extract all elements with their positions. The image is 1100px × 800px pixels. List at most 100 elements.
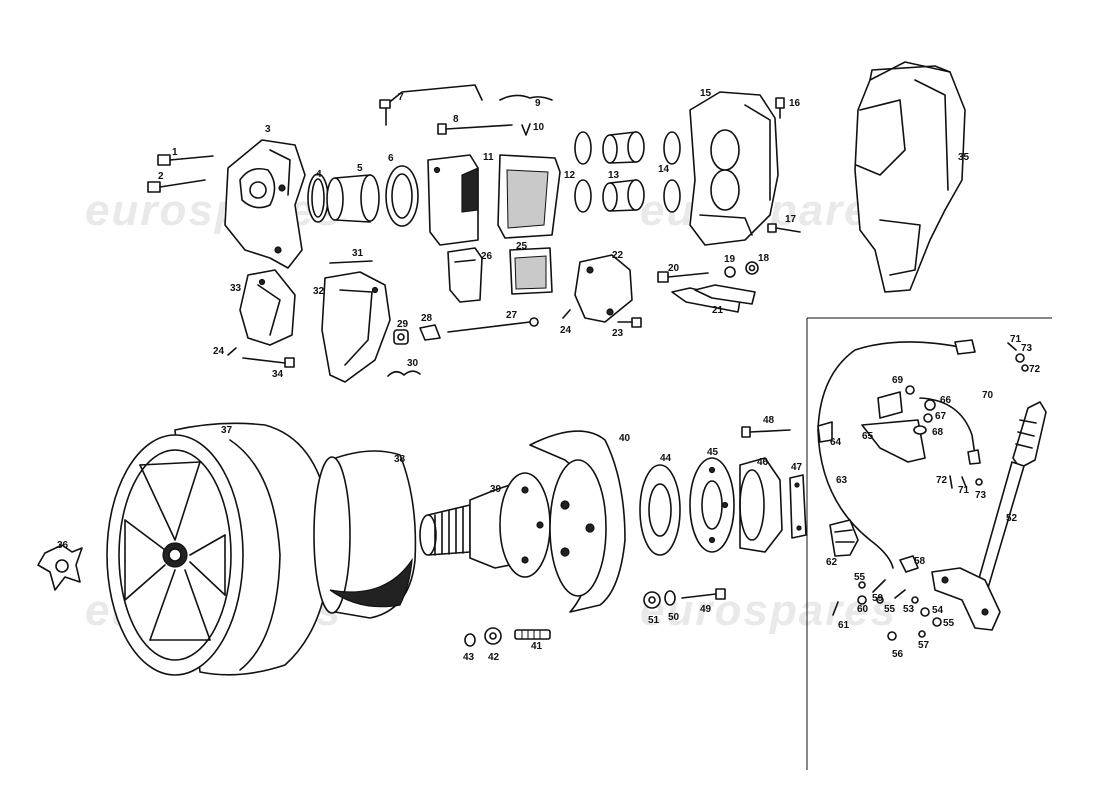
- label-4: 4: [316, 169, 322, 180]
- label-22: 22: [612, 250, 624, 261]
- label-24b: 24: [560, 325, 572, 336]
- caliper-3-drawing: [224, 139, 306, 269]
- label-16: 16: [789, 98, 801, 109]
- label-66: 66: [940, 395, 952, 406]
- piston-13b-drawing: [602, 179, 645, 212]
- watermark-text: eurospares: [640, 586, 897, 635]
- label-58: 58: [914, 556, 926, 567]
- bolt-20-drawing: [657, 271, 709, 283]
- bolt-17-drawing: [767, 223, 801, 233]
- label-11: 11: [483, 152, 494, 163]
- label-26: 26: [481, 251, 493, 262]
- label-31: 31: [352, 248, 364, 259]
- clamp-64-drawing: [817, 421, 833, 443]
- pin-24a-drawing: [227, 347, 237, 356]
- label-27: 27: [506, 310, 518, 321]
- label-55a: 55: [854, 572, 866, 583]
- pad-carrier-22-drawing: [574, 254, 633, 323]
- label-19: 19: [724, 254, 736, 265]
- wheel-37-drawing: [106, 422, 332, 676]
- label-40: 40: [619, 433, 631, 444]
- label-46: 46: [757, 457, 769, 468]
- nut-51-drawing: [643, 591, 661, 609]
- label-52: 52: [1006, 513, 1018, 524]
- label-57: 57: [918, 640, 930, 651]
- bearing-44-drawing: [639, 464, 681, 556]
- brake-disc-38-drawing: [313, 450, 417, 619]
- label-15: 15: [700, 88, 712, 99]
- pin-31-drawing: [329, 260, 373, 264]
- label-2: 2: [158, 171, 164, 182]
- brake-pad-drawing: [497, 154, 561, 239]
- label-49: 49: [700, 604, 712, 615]
- label-32: 32: [313, 286, 325, 297]
- label-56: 56: [892, 649, 904, 660]
- pin-24b-drawing: [562, 309, 571, 319]
- bracket-32-drawing: [321, 271, 391, 383]
- piston-13a-drawing: [602, 131, 645, 164]
- label-38: 38: [394, 454, 406, 465]
- label-7: 7: [398, 92, 404, 103]
- label-14: 14: [658, 164, 670, 175]
- label-18: 18: [758, 253, 770, 264]
- label-44: 44: [660, 453, 672, 464]
- boot-62-drawing: [829, 519, 859, 557]
- seal-4-drawing: [307, 173, 329, 223]
- label-62: 62: [826, 557, 838, 568]
- clip-9-drawing: [499, 94, 553, 101]
- seal-12b-drawing: [574, 179, 592, 213]
- label-73b: 73: [975, 490, 987, 501]
- label-28: 28: [421, 313, 433, 324]
- spacer-45-drawing: [689, 457, 735, 553]
- label-68: 68: [932, 427, 944, 438]
- label-61: 61: [838, 620, 850, 631]
- rod-27-drawing: [447, 317, 539, 333]
- label-13: 13: [608, 170, 620, 181]
- label-65: 65: [862, 431, 874, 442]
- pad-plate-11-drawing: [427, 154, 479, 246]
- bolt-48-drawing: [741, 426, 791, 438]
- handbrake-lever-52-drawing: [931, 401, 1047, 631]
- label-51: 51: [648, 615, 660, 626]
- spinner-nut-36-drawing: [37, 544, 83, 591]
- pin-8-drawing: [437, 123, 513, 135]
- label-72b: 72: [936, 475, 948, 486]
- label-24a: 24: [213, 346, 225, 357]
- caliper-15-drawing: [689, 91, 779, 246]
- clevis-71-73-drawing: [949, 342, 1029, 489]
- piston-5-drawing: [326, 174, 380, 223]
- label-64: 64: [830, 437, 842, 448]
- anti-rattle-spring-26-drawing: [447, 247, 483, 303]
- caliper-35-drawing: [854, 61, 966, 293]
- label-48: 48: [763, 415, 775, 426]
- seal-12a-drawing: [574, 131, 592, 165]
- label-25: 25: [516, 241, 528, 252]
- label-35: 35: [958, 152, 970, 163]
- label-54: 54: [932, 605, 944, 616]
- label-59: 59: [872, 593, 884, 604]
- label-39: 39: [490, 484, 502, 495]
- label-47: 47: [791, 462, 803, 473]
- bolt-34-drawing: [242, 357, 295, 368]
- nut-19-drawing: [724, 266, 736, 278]
- stud-41-drawing: [514, 629, 551, 640]
- part-labels: 1 2 3 4 5 6 7 8 9 10 11 12 13 14 15 16 1…: [57, 88, 1041, 663]
- label-55c: 55: [943, 618, 955, 629]
- label-20: 20: [668, 263, 680, 274]
- label-55b: 55: [884, 604, 896, 615]
- label-67: 67: [935, 411, 947, 422]
- seal-14a-drawing: [663, 131, 681, 165]
- label-73a: 73: [1021, 343, 1033, 354]
- label-41: 41: [531, 641, 543, 652]
- carrier-46-drawing: [739, 457, 783, 553]
- label-33: 33: [230, 283, 242, 294]
- dust-seal-6-drawing: [385, 165, 419, 227]
- label-50: 50: [668, 612, 680, 623]
- cable-70-drawing: [919, 397, 981, 465]
- block-28-drawing: [419, 324, 441, 341]
- bracket-65-drawing: [861, 391, 926, 463]
- label-10: 10: [533, 122, 545, 133]
- label-34: 34: [272, 369, 284, 380]
- label-8: 8: [453, 114, 459, 125]
